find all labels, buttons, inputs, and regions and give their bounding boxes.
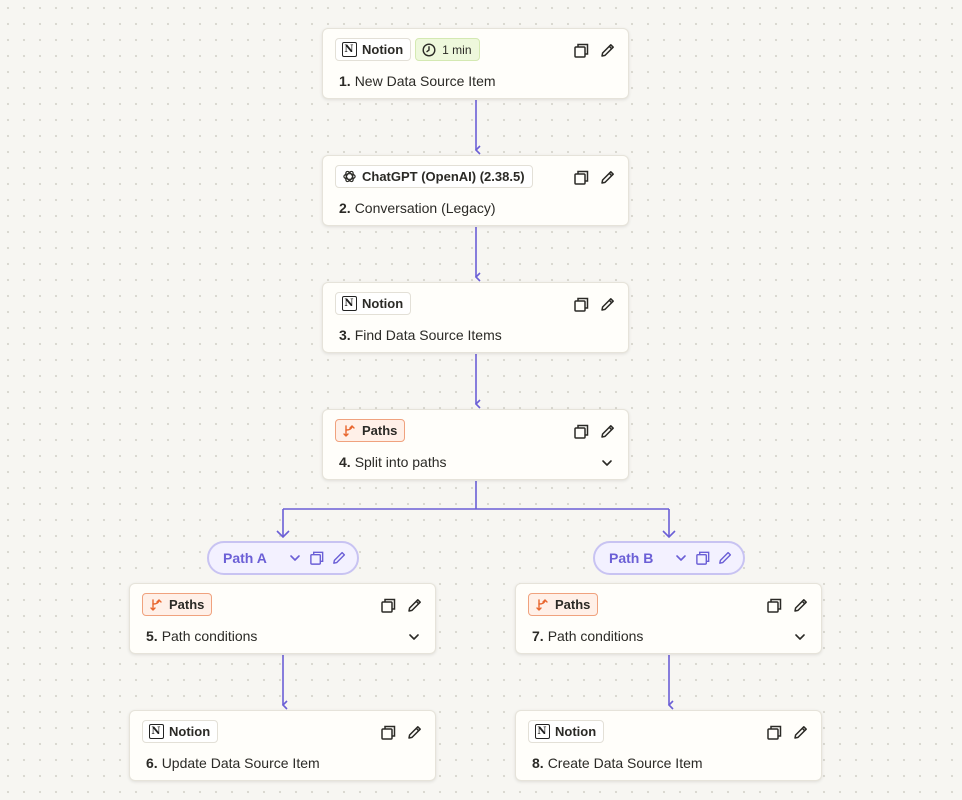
path-label: Path B — [609, 550, 654, 566]
paths-icon — [534, 597, 550, 613]
edit-pencil-icon[interactable] — [792, 597, 809, 614]
step-card-4[interactable]: Paths 4.Split into paths — [322, 409, 629, 480]
step-card-6[interactable]: N Notion 6.Update Data Source Item — [129, 710, 436, 781]
step-title: 5.Path conditions — [146, 628, 258, 644]
duplicate-icon[interactable] — [380, 597, 397, 614]
chevron-down-icon[interactable] — [287, 550, 303, 566]
app-badge: N Notion — [335, 38, 412, 61]
time-badge: 1 min — [415, 38, 480, 61]
notion-icon: N — [341, 42, 357, 58]
chevron-down-icon[interactable] — [793, 630, 807, 644]
chevron-down-icon[interactable] — [600, 456, 614, 470]
edit-pencil-icon[interactable] — [717, 550, 733, 566]
clock-icon — [421, 42, 437, 58]
duplicate-icon[interactable] — [573, 296, 590, 313]
duplicate-icon[interactable] — [573, 42, 590, 59]
paths-icon — [341, 423, 357, 439]
app-badge: N Notion — [528, 720, 605, 743]
chevron-down-icon[interactable] — [407, 630, 421, 644]
connector-split — [282, 481, 670, 537]
step-title: 3.Find Data Source Items — [339, 327, 502, 343]
paths-badge: Paths — [528, 593, 599, 616]
step-title: 4.Split into paths — [339, 454, 447, 470]
step-card-8[interactable]: N Notion 8.Create Data Source Item — [515, 710, 822, 781]
edit-pencil-icon[interactable] — [331, 550, 347, 566]
step-card-2[interactable]: ChatGPT (OpenAI) (2.38.5) 2.Conversation… — [322, 155, 629, 226]
edit-pencil-icon[interactable] — [599, 42, 616, 59]
path-a-pill[interactable]: Path A — [207, 541, 359, 575]
step-title: 2.Conversation (Legacy) — [339, 200, 496, 216]
duplicate-icon[interactable] — [573, 169, 590, 186]
chevron-down-icon[interactable] — [673, 550, 689, 566]
duplicate-icon[interactable] — [695, 550, 711, 566]
step-card-1[interactable]: N Notion 1 min 1.New Data Source Item — [322, 28, 629, 99]
path-label: Path A — [223, 550, 267, 566]
duplicate-icon[interactable] — [380, 724, 397, 741]
arrow-head-path-b — [662, 530, 676, 539]
step-title: 8.Create Data Source Item — [532, 755, 703, 771]
duplicate-icon[interactable] — [573, 423, 590, 440]
paths-badge: Paths — [142, 593, 213, 616]
notion-icon: N — [341, 296, 357, 312]
edit-pencil-icon[interactable] — [599, 423, 616, 440]
app-badge: N Notion — [335, 292, 412, 315]
step-card-5[interactable]: Paths 5.Path conditions — [129, 583, 436, 654]
path-b-pill[interactable]: Path B — [593, 541, 745, 575]
edit-pencil-icon[interactable] — [406, 597, 423, 614]
app-badge: N Notion — [142, 720, 219, 743]
notion-icon: N — [148, 724, 164, 740]
step-title: 1.New Data Source Item — [339, 73, 496, 89]
step-card-3[interactable]: N Notion 3.Find Data Source Items — [322, 282, 629, 353]
paths-icon — [148, 597, 164, 613]
step-title: 6.Update Data Source Item — [146, 755, 320, 771]
app-badge: ChatGPT (OpenAI) (2.38.5) — [335, 165, 533, 188]
paths-badge: Paths — [335, 419, 406, 442]
duplicate-icon[interactable] — [766, 724, 783, 741]
arrow-head-path-a — [276, 530, 290, 539]
step-card-7[interactable]: Paths 7.Path conditions — [515, 583, 822, 654]
duplicate-icon[interactable] — [766, 597, 783, 614]
edit-pencil-icon[interactable] — [599, 296, 616, 313]
duplicate-icon[interactable] — [309, 550, 325, 566]
edit-pencil-icon[interactable] — [599, 169, 616, 186]
edit-pencil-icon[interactable] — [406, 724, 423, 741]
step-title: 7.Path conditions — [532, 628, 644, 644]
edit-pencil-icon[interactable] — [792, 724, 809, 741]
openai-icon — [341, 169, 357, 185]
notion-icon: N — [534, 724, 550, 740]
